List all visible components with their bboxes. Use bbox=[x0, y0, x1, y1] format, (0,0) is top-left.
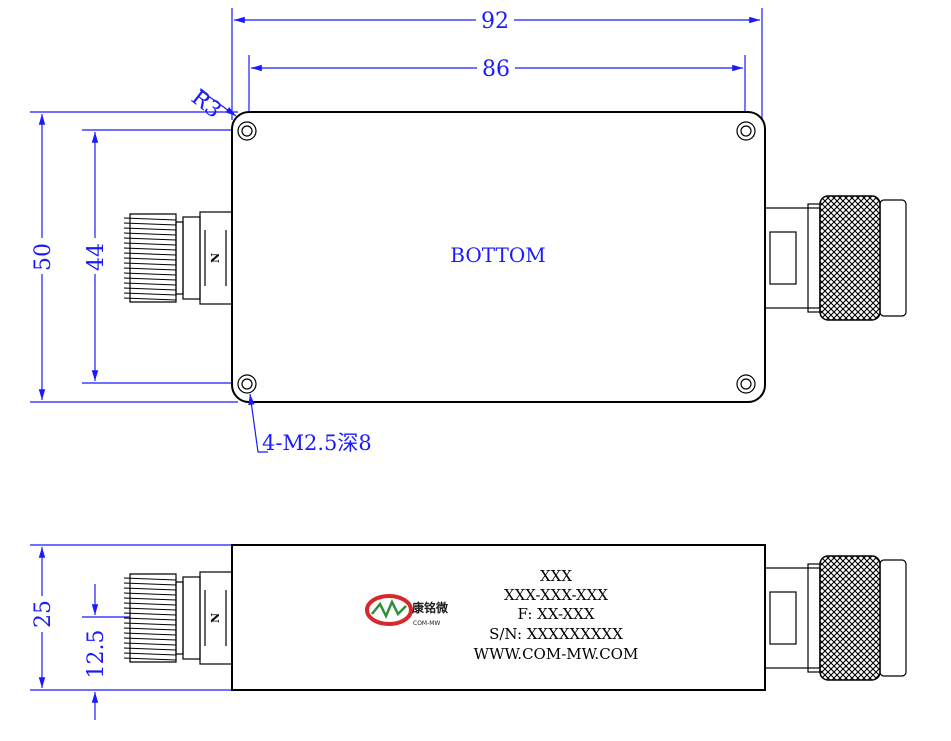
dim-label-12-5: 12.5 bbox=[84, 630, 109, 679]
thread-line bbox=[123, 627, 177, 631]
label-line-2: XXX-XXX-XXX bbox=[504, 586, 608, 604]
label-line-5: WWW.COM-MW.COM bbox=[474, 645, 639, 663]
logo-sub: COM-MW bbox=[413, 620, 440, 627]
mounting-holes bbox=[237, 121, 756, 394]
dim-label-holes: 4-M2.5深8 bbox=[262, 431, 372, 455]
side-view: 25 12.5 康铭微 COM-MW XXX XXX-XXX-XXX F: XX… bbox=[28, 544, 907, 720]
thread-line bbox=[123, 597, 177, 601]
logo-name: 康铭微 bbox=[412, 600, 449, 615]
left-connector-side: N bbox=[123, 571, 233, 665]
thread-line bbox=[123, 287, 177, 291]
logo-wave-icon bbox=[371, 599, 407, 619]
label-line-1: XXX bbox=[540, 567, 572, 585]
thread-line bbox=[123, 617, 177, 621]
thread-line bbox=[123, 247, 177, 251]
dimension-44: 44 bbox=[81, 129, 246, 384]
hole-callout: 4-M2.5深8 bbox=[248, 393, 372, 455]
thread-line bbox=[123, 647, 177, 651]
thread-line bbox=[123, 582, 177, 586]
thread-line bbox=[123, 602, 177, 606]
thread-line bbox=[123, 257, 177, 261]
thread-line bbox=[123, 217, 177, 221]
thread-line bbox=[123, 277, 177, 281]
thread-line bbox=[123, 242, 177, 246]
thread-line bbox=[123, 262, 177, 266]
right-connector-top bbox=[764, 195, 907, 321]
dimension-25: 25 bbox=[28, 544, 232, 691]
dim-label-92: 92 bbox=[481, 9, 509, 34]
thread-line bbox=[123, 272, 177, 276]
thread-line bbox=[123, 642, 177, 646]
dimension-12-5: 12.5 bbox=[81, 584, 130, 720]
thread-line bbox=[123, 592, 177, 596]
dim-label-r3: R3 bbox=[186, 85, 225, 124]
dimension-50: 50 bbox=[28, 111, 238, 403]
thread-line bbox=[123, 237, 177, 241]
thread-line bbox=[123, 227, 177, 231]
right-connector-side bbox=[764, 555, 907, 681]
thread-line bbox=[123, 292, 177, 296]
logo-ring-icon bbox=[365, 594, 413, 626]
thread-line bbox=[123, 622, 177, 626]
dim-label-25: 25 bbox=[31, 600, 56, 628]
connector-mark-top: N bbox=[209, 253, 222, 263]
connector-mark-side: N bbox=[209, 613, 222, 623]
housing-side bbox=[231, 544, 766, 691]
thread-line bbox=[123, 637, 177, 641]
thread-line bbox=[123, 652, 177, 656]
thread-line bbox=[123, 282, 177, 286]
left-connector-top: N bbox=[123, 211, 233, 305]
thread-line bbox=[123, 587, 177, 591]
dimension-92: 92 bbox=[231, 6, 763, 120]
dim-label-86: 86 bbox=[482, 57, 510, 82]
radius-callout: R3 bbox=[186, 85, 237, 124]
top-view: 92 86 R3 50 44 bbox=[28, 6, 907, 455]
dimension-86: 86 bbox=[248, 54, 746, 128]
product-label: XXX XXX-XXX-XXX F: XX-XXX S/N: XXXXXXXXX… bbox=[474, 567, 639, 663]
label-line-3: F: XX-XXX bbox=[517, 605, 594, 623]
bottom-label: BOTTOM bbox=[450, 243, 545, 267]
thread-line bbox=[123, 612, 177, 616]
thread-line bbox=[123, 232, 177, 236]
thread-line bbox=[123, 657, 177, 661]
thread-line bbox=[123, 252, 177, 256]
thread-line bbox=[123, 607, 177, 611]
brand-logo: 康铭微 COM-MW bbox=[365, 594, 449, 627]
label-line-4: S/N: XXXXXXXXX bbox=[489, 625, 623, 643]
thread-line bbox=[123, 577, 177, 581]
thread-line bbox=[123, 632, 177, 636]
thread-line bbox=[123, 267, 177, 271]
dim-label-50: 50 bbox=[31, 243, 56, 271]
dim-label-44: 44 bbox=[84, 243, 109, 271]
thread-line bbox=[123, 222, 177, 226]
thread-line bbox=[123, 297, 177, 301]
